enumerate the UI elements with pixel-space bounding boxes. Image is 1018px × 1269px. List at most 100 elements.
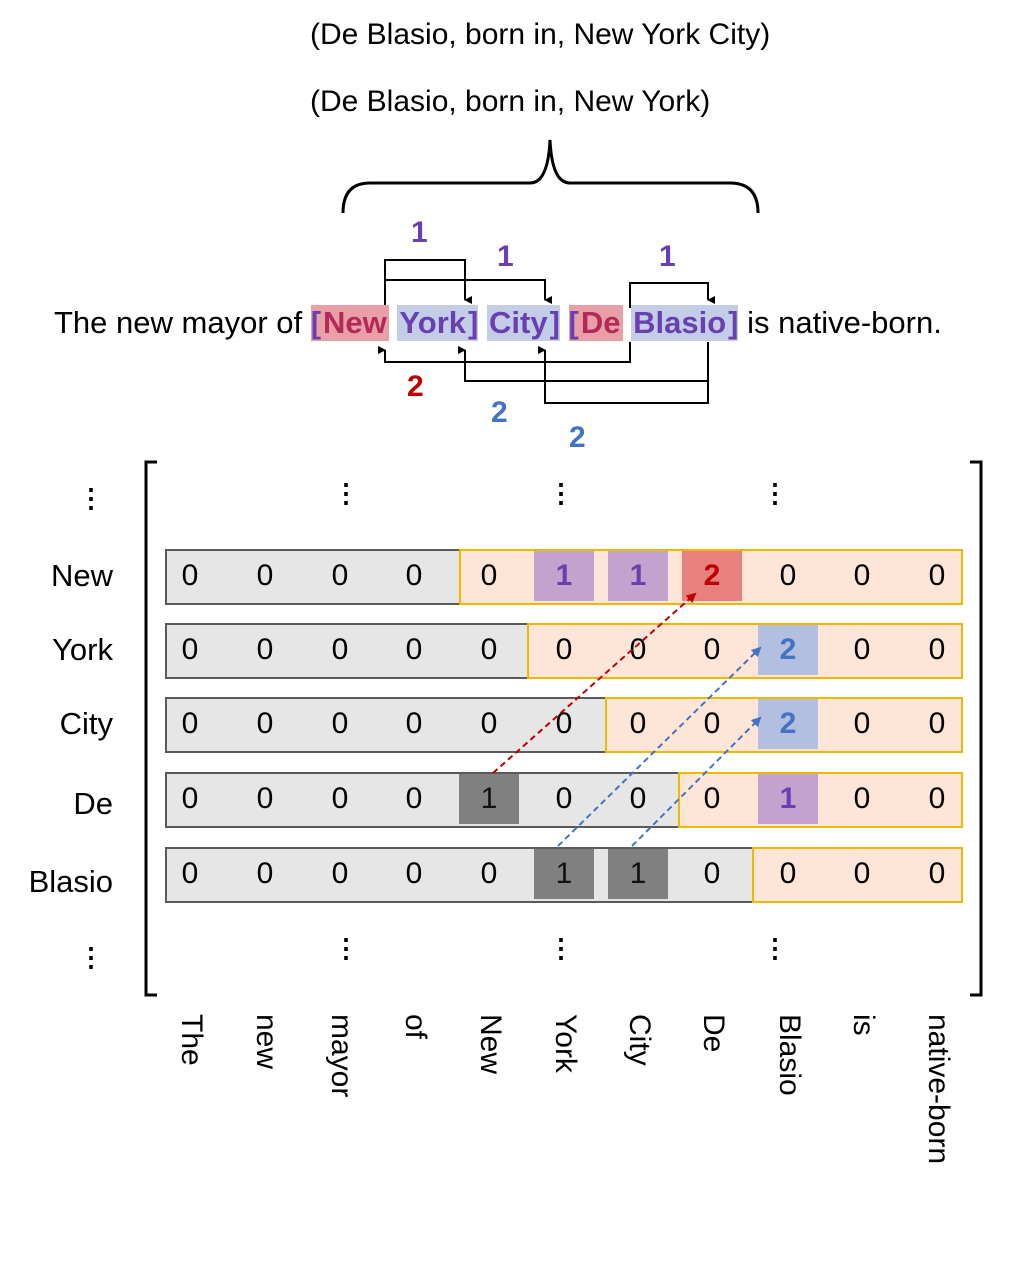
matrix-cell-york-9: 0 — [853, 633, 871, 666]
matrix-cell-new-9: 0 — [853, 559, 871, 592]
matrix-cell-york-3: 0 — [405, 633, 423, 666]
matrix-cell-blasio-1: 0 — [256, 857, 274, 890]
row-label-blasio: Blasio — [28, 864, 113, 899]
matrix-cell-de-0: 0 — [181, 782, 199, 815]
column-label-10: native-born — [922, 1014, 955, 1165]
matrix-cell-blasio-4: 0 — [480, 857, 498, 890]
row-blasio-span-region — [752, 847, 963, 903]
token-york: York — [397, 305, 469, 341]
triple-2: (De Blasio, born in, New York) — [310, 85, 711, 118]
arc-label-1b: 1 — [497, 240, 514, 273]
matrix-cell-de-10: 0 — [928, 782, 946, 815]
matrix-cell-new-7: 2 — [682, 551, 742, 601]
row-york-span-region — [527, 623, 963, 679]
column-label-6: City — [623, 1014, 656, 1066]
column-label-8: Blasio — [773, 1014, 806, 1096]
matrix-cell-city-9: 0 — [853, 707, 871, 740]
arc-new-city — [385, 279, 552, 304]
row-label-new: New — [50, 558, 113, 593]
matrix-cell-new-6: 1 — [608, 551, 668, 601]
matrix-cell-blasio-9: 0 — [853, 857, 871, 890]
matrix-cell-city-5: 0 — [555, 707, 573, 740]
arc-blasio-york — [458, 342, 709, 382]
bracket-close-3: ] — [728, 305, 739, 341]
matrix-cell-city-4: 0 — [480, 707, 498, 740]
token-de: De — [578, 305, 623, 341]
matrix-cell-york-0: 0 — [181, 633, 199, 666]
column-label-2: mayor — [325, 1014, 358, 1098]
row-label-york: York — [52, 632, 113, 667]
matrix-cell-blasio-8: 0 — [779, 857, 797, 890]
arrow-blasio-city — [631, 716, 762, 847]
token-city: City — [487, 305, 550, 341]
matrix-cell-de-8: 1 — [758, 774, 818, 824]
matrix-cell-city-1: 0 — [256, 707, 274, 740]
column-label-3: of — [399, 1014, 432, 1040]
arc-label-2-red: 2 — [407, 370, 424, 403]
matrix-cell-de-4: 1 — [459, 774, 519, 824]
matrix-cell-blasio-5: 1 — [534, 849, 594, 899]
matrix-cell-blasio-0: 0 — [181, 857, 199, 890]
matrix-cell-york-4: 0 — [480, 633, 498, 666]
matrix-cell-de-7: 0 — [703, 782, 721, 815]
matrix-cell-blasio-7: 0 — [703, 857, 721, 890]
arc-label-2-blue-b: 2 — [569, 421, 586, 454]
bracket-close-2: ] — [549, 305, 560, 341]
arrow-de-new — [492, 592, 697, 774]
token-blasio: Blasio — [631, 305, 729, 341]
matrix-cell-de-1: 0 — [256, 782, 274, 815]
matrix-cell-york-8: 2 — [758, 625, 818, 675]
matrix-cell-new-10: 0 — [928, 559, 946, 592]
matrix-cell-de-9: 0 — [853, 782, 871, 815]
matrix-cell-city-0: 0 — [181, 707, 199, 740]
column-label-1: new — [250, 1014, 283, 1070]
column-label-9: is — [847, 1014, 880, 1036]
bracket-open-2: [ — [568, 305, 579, 341]
matrix-cell-new-4: 0 — [480, 559, 498, 592]
matrix-cell-city-8: 2 — [758, 699, 818, 749]
sentence-suffix: is native-born. — [738, 305, 942, 340]
matrix-cell-city-6: 0 — [629, 707, 647, 740]
matrix-cell-blasio-3: 0 — [405, 857, 423, 890]
matrix-cell-blasio-6: 1 — [608, 849, 668, 899]
column-label-4: New — [474, 1014, 507, 1075]
matrix-cell-york-5: 0 — [555, 633, 573, 666]
matrix-brackets — [144, 460, 983, 997]
matrix-cell-york-6: 0 — [629, 633, 647, 666]
matrix-cell-city-2: 0 — [331, 707, 349, 740]
row-label-city: City — [59, 706, 113, 741]
matrix-cell-york-2: 0 — [331, 633, 349, 666]
matrix-cell-blasio-2: 0 — [331, 857, 349, 890]
sentence: The new mayor of [New York] City] [De Bl… — [54, 305, 942, 341]
bracket-open-1: [ — [310, 305, 322, 341]
arc-label-2-blue-a: 2 — [491, 396, 508, 429]
arc-label-1c: 1 — [659, 240, 676, 273]
arc-de-blasio — [629, 282, 715, 308]
matrix-cell-de-3: 0 — [405, 782, 423, 815]
arc-de-new — [378, 342, 631, 363]
right-bracket — [970, 460, 983, 997]
matrix-cell-new-0: 0 — [181, 559, 199, 592]
sentence-prefix: The new mayor of — [54, 305, 311, 340]
matrix-cell-new-8: 0 — [779, 559, 797, 592]
matrix-cell-new-3: 0 — [405, 559, 423, 592]
arc-diagram — [341, 139, 760, 404]
matrix-cell-de-6: 0 — [629, 782, 647, 815]
arrow-blasio-york — [557, 646, 762, 847]
arc-blasio-city — [538, 346, 709, 404]
row-label-de: De — [73, 786, 113, 821]
curly-brace — [341, 139, 760, 214]
matrix-cell-city-7: 0 — [703, 707, 721, 740]
column-label-0: The — [175, 1014, 208, 1066]
matrix-cell-blasio-10: 0 — [928, 857, 946, 890]
column-label-5: York — [549, 1014, 582, 1073]
matrix-cell-de-2: 0 — [331, 782, 349, 815]
matrix-cell-de-5: 0 — [555, 782, 573, 815]
matrix-cell-new-2: 0 — [331, 559, 349, 592]
matrix-cell-city-3: 0 — [405, 707, 423, 740]
left-bracket — [144, 460, 157, 997]
matrix-cell-york-7: 0 — [703, 633, 721, 666]
matrix-cell-city-10: 0 — [928, 707, 946, 740]
matrix-cell-york-1: 0 — [256, 633, 274, 666]
